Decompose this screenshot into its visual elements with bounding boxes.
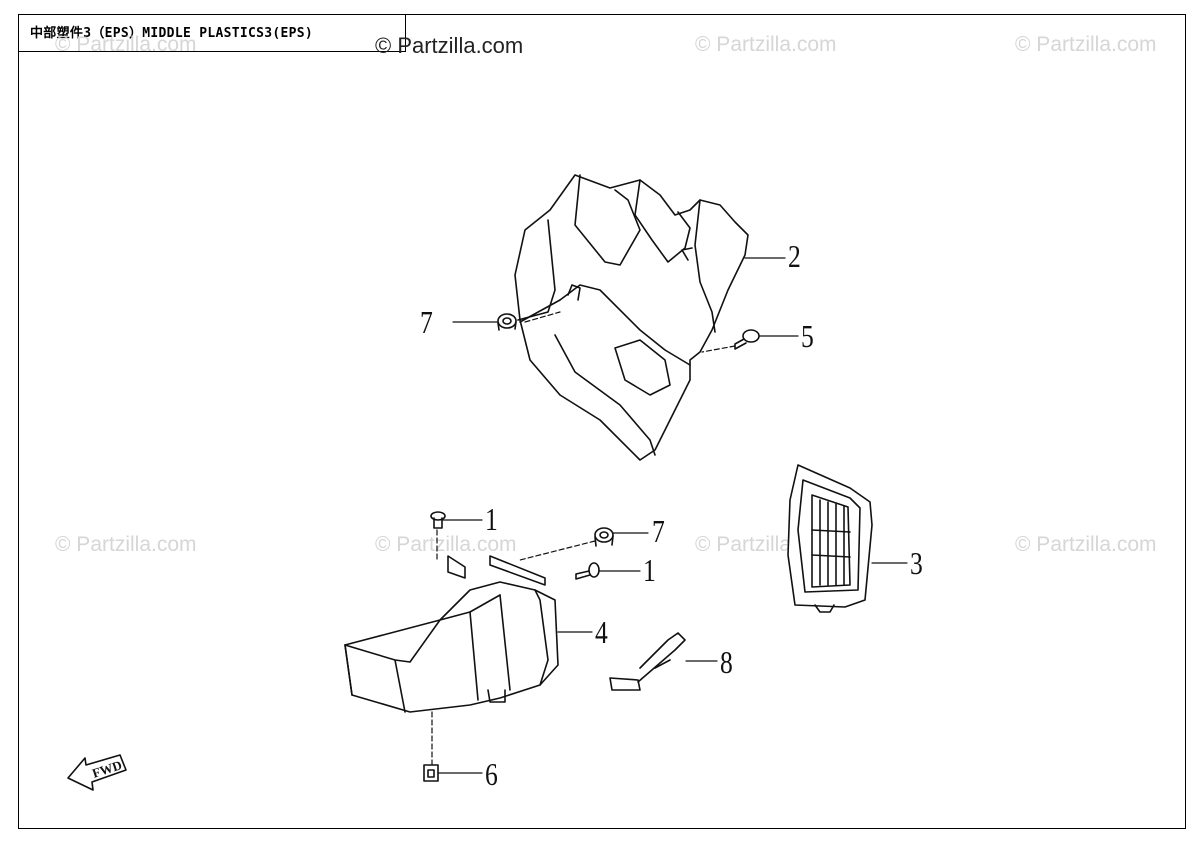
watermark: © Partzilla.com [1015,533,1157,556]
callout-4: 4 [595,614,608,650]
clip-nut-part [423,764,439,782]
fwd-arrow-icon [67,754,127,791]
leader-lines [431,257,908,774]
watermark: © Partzilla.com [55,533,197,556]
watermark: © Partzilla.com [695,33,837,56]
watermark: © Partzilla.com [375,533,517,556]
screw-part [734,329,760,350]
callout-7-lower: 7 [652,513,665,549]
strap-part [609,632,686,691]
title-box [18,14,406,52]
callout-3: 3 [910,545,923,581]
diagram-frame [18,14,1186,829]
callout-7-upper: 7 [420,304,433,340]
grommet-part [594,527,614,547]
callout-8: 8 [720,644,733,680]
watermark: © Partzilla.com [1015,33,1157,56]
callout-5: 5 [801,318,814,354]
diagram-title: 中部塑件3（EPS）MIDDLE PLASTICS3(EPS) [30,26,313,41]
box-cover-part [344,555,559,713]
callout-1-upper: 1 [485,501,498,537]
callout-1-lower: 1 [643,552,656,588]
watermark: © Partzilla.com [55,33,197,56]
copyright-text: © Partzilla.com [375,33,524,58]
upper-cover-part [514,174,749,461]
callout-6: 6 [485,756,498,792]
bolt-part [430,511,600,580]
grommet-part [497,313,517,331]
grille-part [787,464,873,613]
callout-2: 2 [788,238,801,274]
